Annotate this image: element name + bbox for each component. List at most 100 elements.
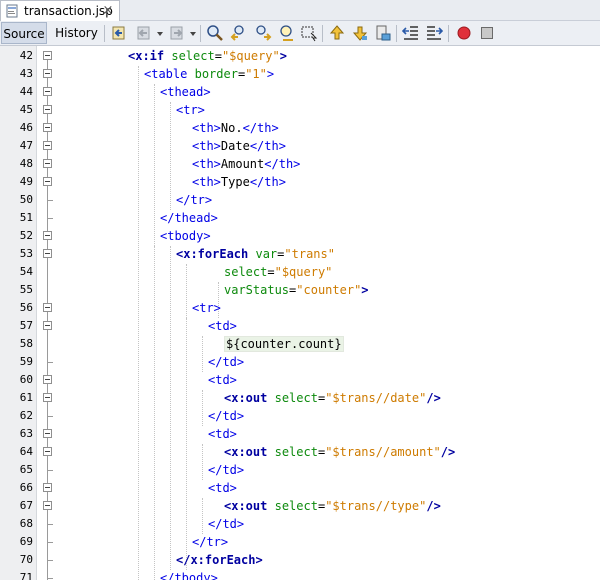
code-line[interactable]: 67<x:out select="$trans//type"/> bbox=[0, 497, 600, 515]
code-text: </td> bbox=[208, 515, 244, 533]
code-line[interactable]: 48<th>Amount</th> bbox=[0, 155, 600, 173]
indent-guide bbox=[202, 444, 203, 480]
code-token: <x:out bbox=[224, 499, 268, 513]
fold-collapse-icon[interactable] bbox=[43, 231, 52, 240]
code-line[interactable]: 50</tr> bbox=[0, 191, 600, 209]
toggle-bookmark-icon[interactable] bbox=[374, 24, 392, 42]
fold-collapse-icon[interactable] bbox=[43, 51, 52, 60]
fold-collapse-icon[interactable] bbox=[43, 321, 52, 330]
line-number: 66 bbox=[19, 481, 33, 494]
code-token: varStatus bbox=[224, 283, 290, 297]
previous-bookmark-icon[interactable] bbox=[328, 24, 346, 42]
line-number: 69 bbox=[19, 535, 33, 548]
fold-collapse-icon[interactable] bbox=[43, 249, 52, 258]
code-text: </thead> bbox=[160, 209, 218, 227]
toggle-highlight-icon[interactable] bbox=[278, 24, 296, 42]
code-token: var bbox=[255, 247, 278, 261]
code-line[interactable]: 66<td> bbox=[0, 479, 600, 497]
back-dropdown-icon[interactable] bbox=[157, 32, 163, 36]
fold-end-marker bbox=[47, 533, 53, 543]
shift-left-icon[interactable] bbox=[402, 24, 420, 42]
code-line[interactable]: 71</tbody> bbox=[0, 569, 600, 580]
code-token: > bbox=[279, 49, 287, 63]
code-line[interactable]: 63<td> bbox=[0, 425, 600, 443]
toggle-rectangular-selection-icon[interactable] bbox=[300, 24, 318, 42]
forward-dropdown-icon[interactable] bbox=[190, 32, 196, 36]
close-tab-icon[interactable]: × bbox=[102, 3, 114, 18]
code-line[interactable]: 65</td> bbox=[0, 461, 600, 479]
code-token bbox=[267, 445, 274, 459]
fold-collapse-icon[interactable] bbox=[43, 105, 52, 114]
code-line[interactable]: 51</thead> bbox=[0, 209, 600, 227]
fold-collapse-icon[interactable] bbox=[43, 123, 52, 132]
fold-collapse-icon[interactable] bbox=[43, 141, 52, 150]
stop-macro-recording-icon[interactable] bbox=[478, 24, 496, 42]
fold-collapse-icon[interactable] bbox=[43, 483, 52, 492]
code-line[interactable]: 61<x:out select="$trans//date"/> bbox=[0, 389, 600, 407]
code-line[interactable]: 62</td> bbox=[0, 407, 600, 425]
code-line[interactable]: 52<tbody> bbox=[0, 227, 600, 245]
code-token: </tr> bbox=[192, 535, 229, 549]
tab-source[interactable]: Source bbox=[1, 22, 47, 44]
code-line[interactable]: 44<thead> bbox=[0, 83, 600, 101]
code-line[interactable]: 43<table border="1"> bbox=[0, 65, 600, 83]
forward-icon[interactable] bbox=[168, 24, 186, 42]
fold-collapse-icon[interactable] bbox=[43, 303, 52, 312]
code-token: <td> bbox=[208, 373, 237, 387]
file-tab[interactable]: transaction.jsp × bbox=[0, 0, 120, 21]
fold-collapse-icon[interactable] bbox=[43, 69, 52, 78]
code-text: <x:out select="$trans//amount"/> bbox=[224, 443, 455, 461]
code-token: = bbox=[317, 391, 326, 405]
next-bookmark-icon[interactable] bbox=[351, 24, 369, 42]
code-line[interactable]: 46<th>No.</th> bbox=[0, 119, 600, 137]
fold-collapse-icon[interactable] bbox=[43, 393, 52, 402]
code-token: </td> bbox=[208, 355, 245, 369]
fold-end-marker bbox=[47, 209, 53, 219]
shift-right-icon[interactable] bbox=[425, 24, 443, 42]
fold-collapse-icon[interactable] bbox=[43, 159, 52, 168]
code-token: "trans" bbox=[284, 247, 335, 261]
find-next-icon[interactable] bbox=[254, 24, 272, 42]
fold-collapse-icon[interactable] bbox=[43, 375, 52, 384]
fold-collapse-icon[interactable] bbox=[43, 447, 52, 456]
fold-collapse-icon[interactable] bbox=[43, 177, 52, 186]
code-line[interactable]: 56<tr> bbox=[0, 299, 600, 317]
code-line[interactable]: 58${counter.count} bbox=[0, 335, 600, 353]
line-number: 63 bbox=[19, 427, 33, 440]
back-icon[interactable] bbox=[135, 24, 153, 42]
code-line[interactable]: 45<tr> bbox=[0, 101, 600, 119]
code-token: select bbox=[274, 499, 318, 513]
code-line[interactable]: 49<th>Type</th> bbox=[0, 173, 600, 191]
fold-collapse-icon[interactable] bbox=[43, 501, 52, 510]
last-edit-icon[interactable] bbox=[110, 24, 128, 42]
toolbar-separator bbox=[322, 25, 323, 42]
code-line[interactable]: 53<x:forEach var="trans" bbox=[0, 245, 600, 263]
start-macro-recording-icon[interactable] bbox=[455, 24, 473, 42]
code-line[interactable]: 60<td> bbox=[0, 371, 600, 389]
find-previous-icon[interactable] bbox=[230, 24, 248, 42]
code-token: <tr> bbox=[192, 301, 221, 315]
code-line[interactable]: 57<td> bbox=[0, 317, 600, 335]
code-line[interactable]: 64<x:out select="$trans//amount"/> bbox=[0, 443, 600, 461]
code-text: <x:if select="$query"> bbox=[128, 47, 287, 65]
code-line[interactable]: 68</td> bbox=[0, 515, 600, 533]
find-icon[interactable] bbox=[206, 24, 224, 42]
tab-history[interactable]: History bbox=[55, 26, 98, 40]
code-line[interactable]: 69 </tr> bbox=[0, 533, 600, 551]
fold-collapse-icon[interactable] bbox=[43, 429, 52, 438]
code-line[interactable]: 59</td> bbox=[0, 353, 600, 371]
fold-collapse-icon[interactable] bbox=[43, 87, 52, 96]
line-number: 52 bbox=[19, 229, 33, 242]
code-text: <th>Amount</th> bbox=[192, 155, 300, 173]
code-line[interactable]: 42<x:if select="$query"> bbox=[0, 47, 600, 65]
code-editor[interactable]: 42<x:if select="$query">43<table border=… bbox=[0, 46, 600, 580]
code-line[interactable]: 70</x:forEach> bbox=[0, 551, 600, 569]
code-token: = bbox=[267, 265, 275, 279]
code-text: <td> bbox=[208, 317, 237, 335]
code-line[interactable]: 47<th>Date</th> bbox=[0, 137, 600, 155]
code-token bbox=[267, 391, 274, 405]
code-text: <tr> bbox=[176, 101, 205, 119]
code-token: <tr> bbox=[176, 103, 205, 117]
